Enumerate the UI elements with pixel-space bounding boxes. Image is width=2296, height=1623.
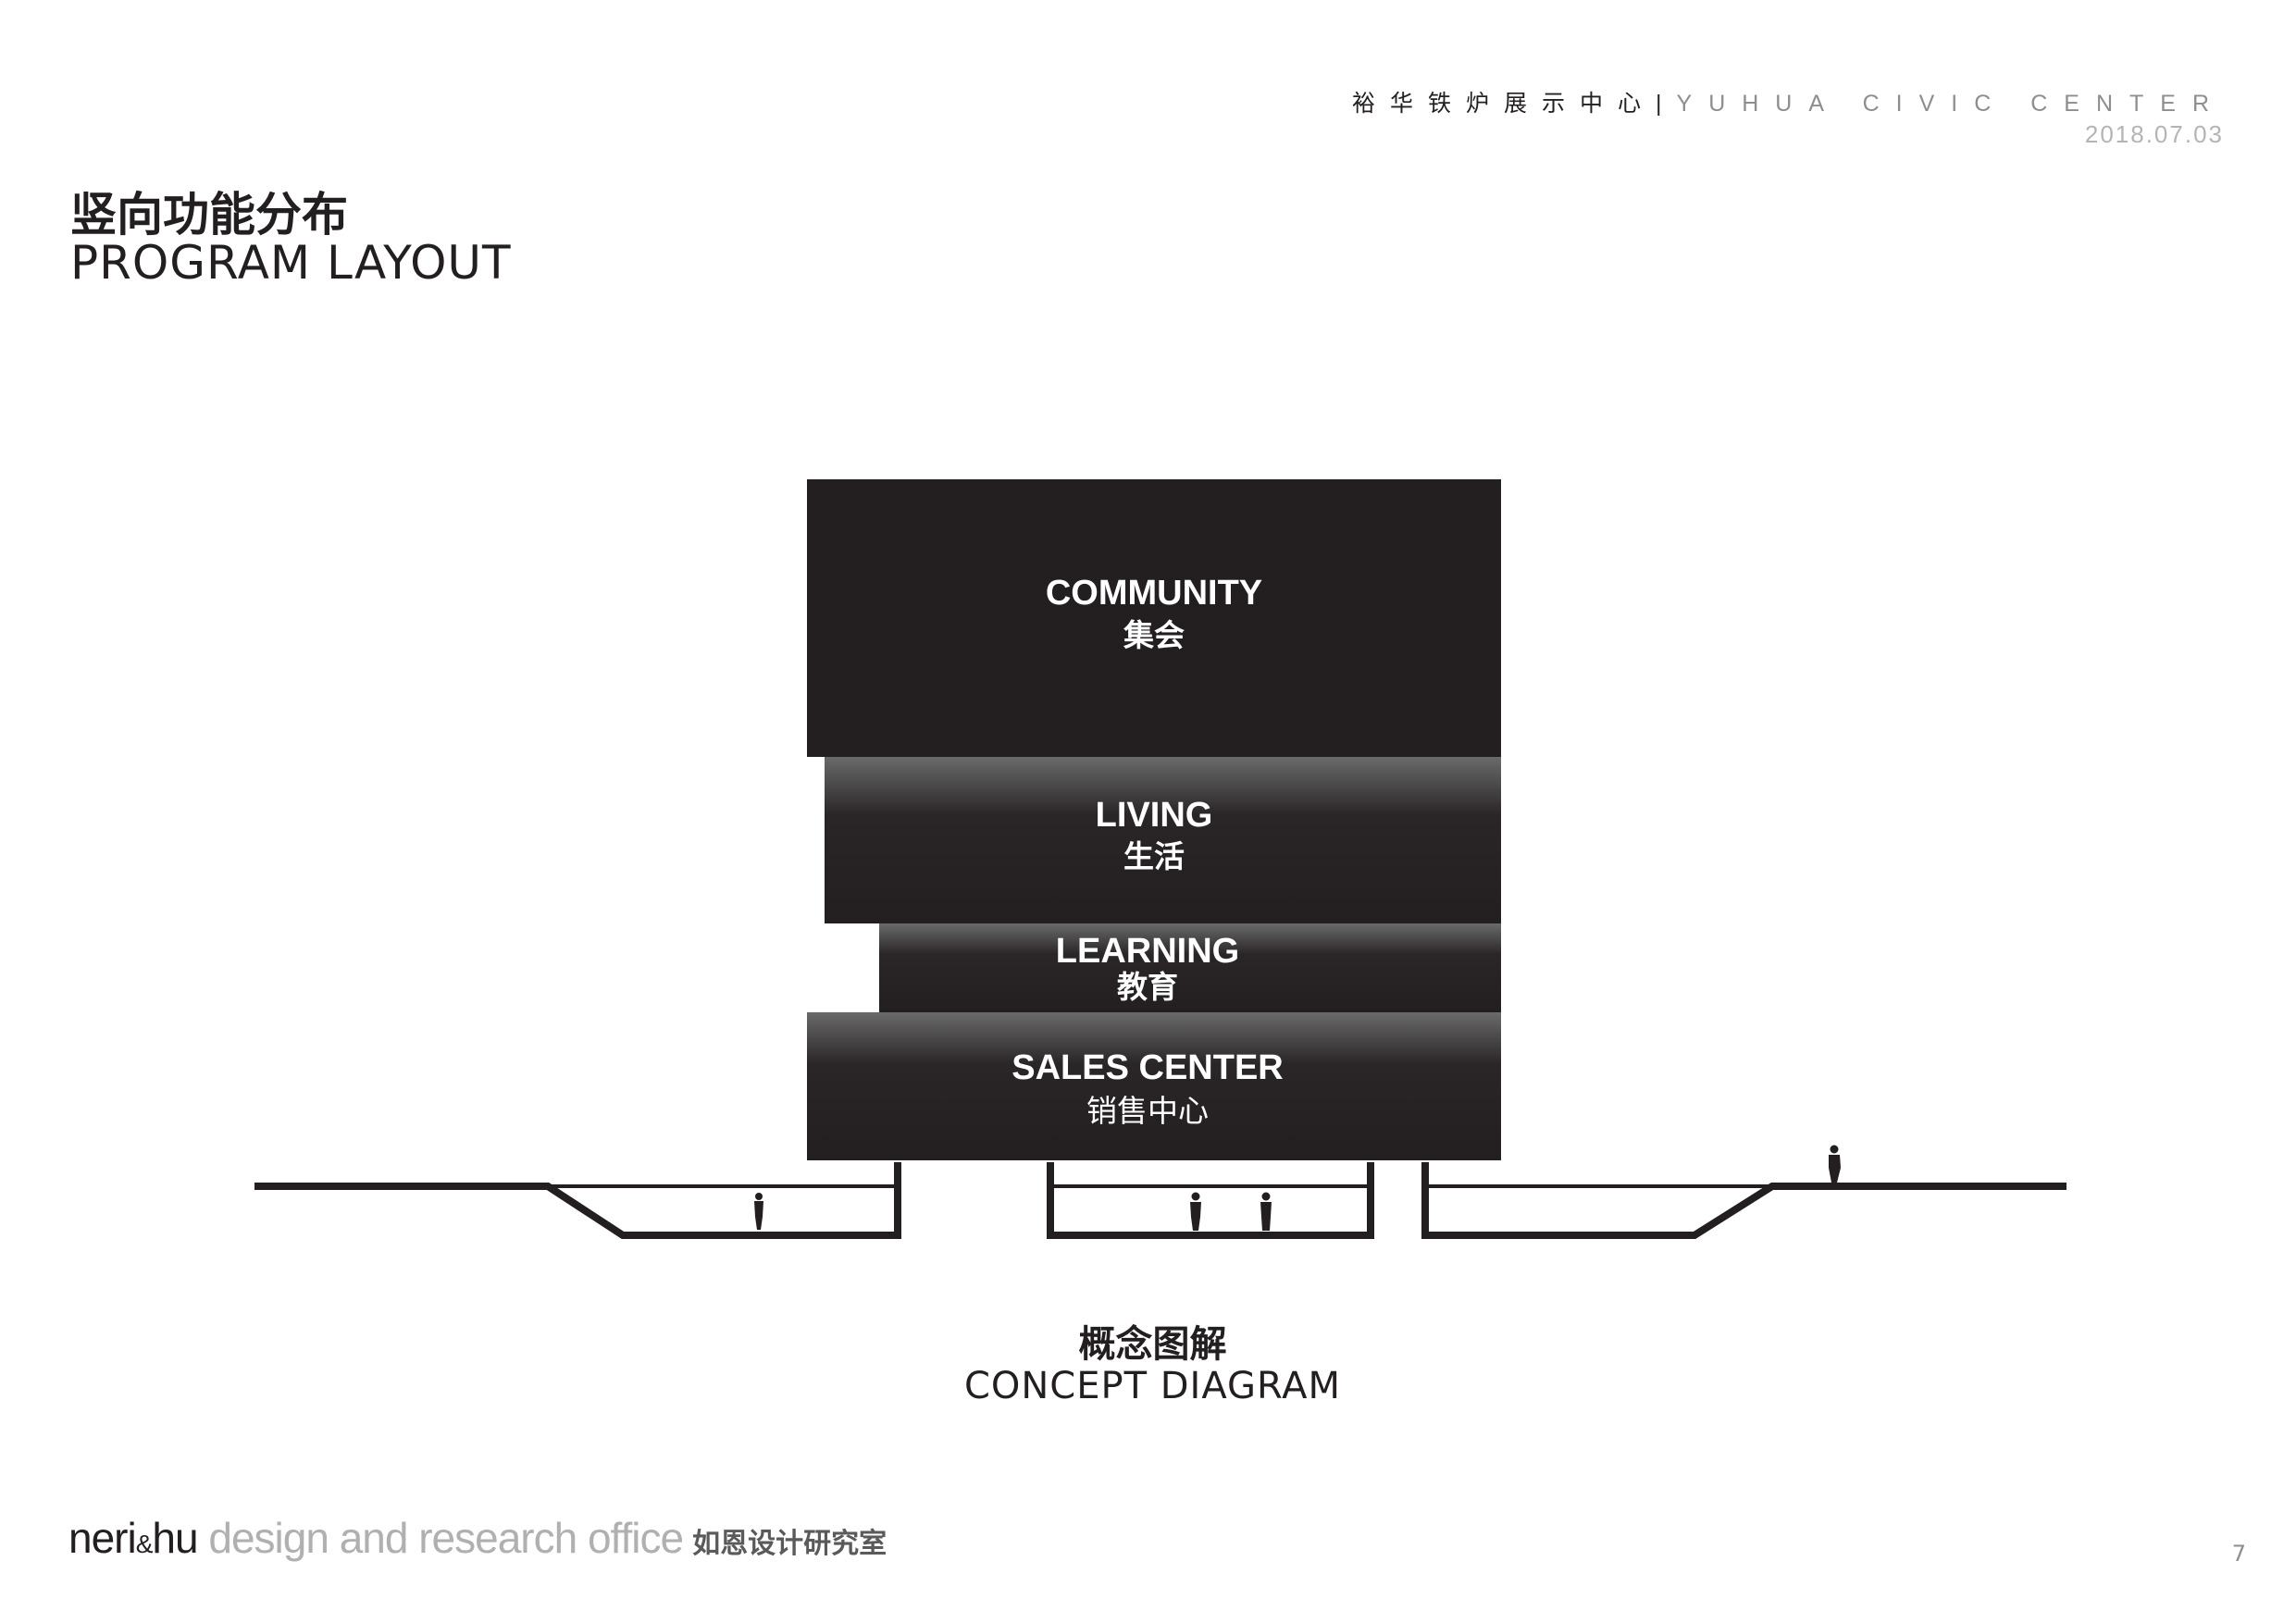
- header-date: 2018.07.03: [2084, 120, 2224, 148]
- person-figure: [1829, 1145, 1841, 1183]
- brand-logo: neri&hu: [68, 1514, 199, 1562]
- office-name-en: design and research office: [197, 1514, 684, 1562]
- brand-name-part: hu: [152, 1514, 198, 1562]
- office-name-cn: 如恩设计研究室: [692, 1528, 887, 1560]
- sales-center-label-cn: 销售中心: [1086, 1093, 1209, 1129]
- learning-label-cn: 教育: [1117, 969, 1178, 1005]
- brand-ampersand: &: [135, 1530, 154, 1558]
- community-label-cn: 集会: [1123, 617, 1185, 653]
- page-number: 7: [2231, 1541, 2246, 1567]
- project-header: 裕华铁炉展示中心|YUHUA CIVIC CENTER: [1352, 85, 2226, 118]
- person-figure: [1260, 1192, 1272, 1231]
- living-label-cn: 生活: [1123, 838, 1185, 874]
- ground-section: [254, 1162, 2066, 1239]
- diagram-caption-en: CONCEPT DIAGRAM: [963, 1365, 1342, 1407]
- project-name-cn: 裕华铁炉展示中心: [1352, 91, 1657, 117]
- sales-center-label-en: SALES CENTER: [1011, 1048, 1283, 1087]
- diagram-caption-cn: 概念图解: [1078, 1323, 1227, 1366]
- header-separator: |: [1656, 91, 1677, 117]
- community-label-en: COMMUNITY: [1046, 574, 1262, 613]
- ground-line-left: [254, 1162, 901, 1239]
- page-title-cn: 竖向功能分布: [70, 188, 348, 242]
- living-block: [825, 757, 1501, 923]
- learning-block: [879, 923, 1501, 1012]
- sunken-court-center: [1047, 1162, 1374, 1239]
- ground-line-right: [1421, 1162, 2066, 1239]
- sales-center-block: [807, 1012, 1501, 1160]
- community-block: [807, 479, 1501, 757]
- learning-label-en: LEARNING: [1056, 932, 1239, 971]
- person-figure: [754, 1193, 763, 1230]
- person-figure: [1190, 1192, 1201, 1231]
- page-title-en: PROGRAM LAYOUT: [70, 236, 512, 290]
- brand-name-part: neri: [68, 1514, 137, 1562]
- project-name-en: YUHUA CIVIC CENTER: [1676, 91, 2226, 117]
- living-label-en: LIVING: [1096, 796, 1213, 835]
